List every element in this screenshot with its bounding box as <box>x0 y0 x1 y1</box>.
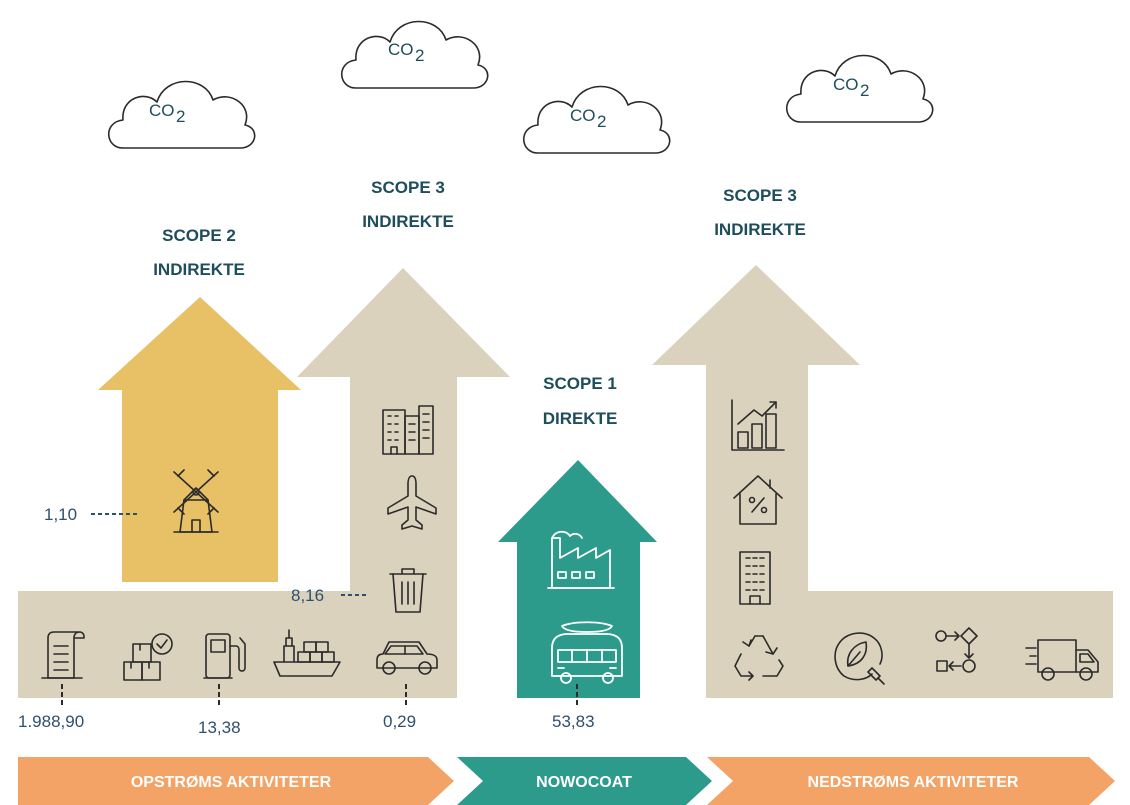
boxes-icon <box>123 633 173 681</box>
scope3-downstream-arrow <box>652 265 860 600</box>
windmill-icon <box>173 469 219 533</box>
cloud-icon: CO 2 <box>523 85 671 154</box>
buildings-icon <box>382 405 434 455</box>
fuel-value: 13,38 <box>198 718 241 737</box>
waste-value: 8,16 <box>291 586 324 605</box>
scope3-upstream-title: SCOPE 3 <box>371 178 445 197</box>
downstream-base-band <box>706 591 1113 698</box>
scope2-subtitle: INDIREKTE <box>153 260 245 279</box>
scope1-subtitle: DIREKTE <box>543 409 618 428</box>
company-band <box>457 757 712 805</box>
scope1-arrow <box>498 460 657 698</box>
co2-subscript: 2 <box>415 46 424 65</box>
invoice-icon <box>41 631 85 679</box>
process-flow-icon <box>935 627 978 673</box>
company-band-label: NOWOCOAT <box>536 774 632 791</box>
co2-label: CO <box>388 40 414 59</box>
fuel-pump-icon <box>203 633 246 679</box>
growth-chart-icon <box>731 399 785 451</box>
scope3-upstream-subtitle: INDIREKTE <box>362 212 454 231</box>
upstream-base-band <box>18 591 457 698</box>
airplane-icon <box>387 475 437 530</box>
windmill-value: 1,10 <box>44 505 77 524</box>
car-icon <box>376 641 438 675</box>
leaf-plug-icon <box>834 632 885 685</box>
office-building-icon <box>739 551 771 605</box>
factory-icon <box>547 530 615 589</box>
cloud-icon: CO 2 <box>341 20 489 89</box>
scope3-upstream-arrow <box>297 268 510 698</box>
co2-subscript: 2 <box>860 81 869 100</box>
downstream-band <box>707 757 1115 805</box>
trash-can-icon <box>389 568 427 613</box>
van-icon <box>551 621 623 684</box>
car-value: 0,29 <box>383 712 416 731</box>
co2-label: CO <box>833 75 859 94</box>
scope2-arrow <box>98 297 301 582</box>
scope3-downstream-title: SCOPE 3 <box>723 186 797 205</box>
cargo-ship-icon <box>273 629 341 677</box>
recycle-icon <box>734 635 784 681</box>
co2-subscript: 2 <box>176 107 185 126</box>
upstream-band <box>18 757 454 805</box>
downstream-band-label: NEDSTRØMS AKTIVITETER <box>808 774 1019 791</box>
company-vehicles-value: 53,83 <box>552 712 595 731</box>
house-percent-icon <box>733 475 783 525</box>
scope2-title: SCOPE 2 <box>162 226 236 245</box>
upstream-band-label: OPSTRØMS AKTIVITETER <box>131 774 332 791</box>
scope3-downstream-subtitle: INDIREKTE <box>714 220 806 239</box>
purchased-goods-value: 1.988,90 <box>18 712 84 731</box>
co2-label: CO <box>149 101 175 120</box>
scope1-title: SCOPE 1 <box>543 374 617 393</box>
co2-subscript: 2 <box>597 112 606 131</box>
cloud-icon: CO 2 <box>108 80 256 149</box>
cloud-icon: CO 2 <box>786 54 934 123</box>
delivery-truck-icon <box>1025 639 1099 681</box>
co2-label: CO <box>570 106 596 125</box>
